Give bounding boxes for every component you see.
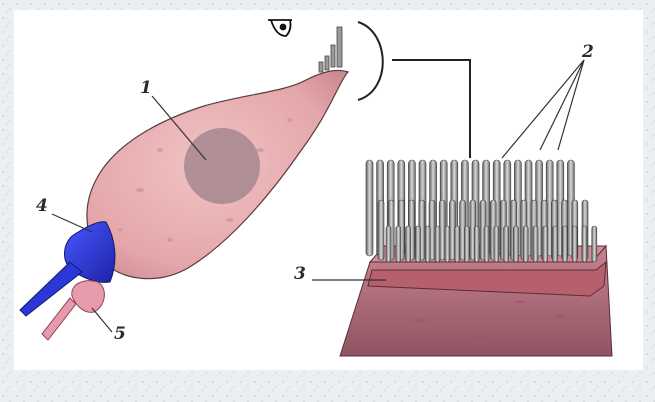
stereocilium	[415, 225, 421, 263]
connector-line	[392, 59, 471, 158]
cytoplasm-texture	[117, 118, 293, 242]
nucleus	[184, 128, 260, 204]
stereocilium	[483, 225, 490, 263]
leader-lines	[51, 59, 585, 333]
stereocilium	[454, 225, 460, 263]
stereocilium	[424, 225, 431, 263]
label-5: 5	[114, 324, 126, 344]
stereocilium	[434, 225, 441, 263]
stereocilium	[385, 225, 392, 263]
stereocilium	[562, 225, 568, 263]
stereocilium	[532, 225, 539, 263]
label-3: 3	[294, 264, 306, 284]
label-2: 2	[582, 42, 594, 62]
stereocilium	[377, 199, 385, 261]
stereocilia-bundle	[365, 159, 598, 263]
stereocilium	[473, 225, 480, 263]
stereocilium	[513, 225, 519, 263]
stereocilium	[444, 225, 451, 263]
stereocilium	[405, 225, 411, 263]
stereocilium	[493, 225, 500, 263]
stereocilium	[365, 159, 374, 257]
stereocilium	[542, 225, 549, 263]
efferent-nerve-ending	[41, 280, 105, 341]
stereocilium	[522, 225, 529, 263]
magnification-bracket	[357, 21, 384, 101]
stereocilium	[581, 225, 588, 263]
label-1: 1	[140, 78, 152, 98]
stereocilium	[552, 225, 558, 263]
stereocilium	[395, 225, 402, 263]
afferent-nerve-ending	[19, 221, 116, 317]
stereocilium	[571, 225, 578, 263]
stereocilium	[503, 225, 509, 263]
apical-stereocilia	[318, 26, 343, 73]
eye-view-icon	[268, 19, 292, 37]
stereocilium	[591, 225, 598, 263]
label-4: 4	[36, 196, 48, 216]
stereocilium	[464, 225, 470, 263]
apical-surface-block	[339, 244, 613, 357]
